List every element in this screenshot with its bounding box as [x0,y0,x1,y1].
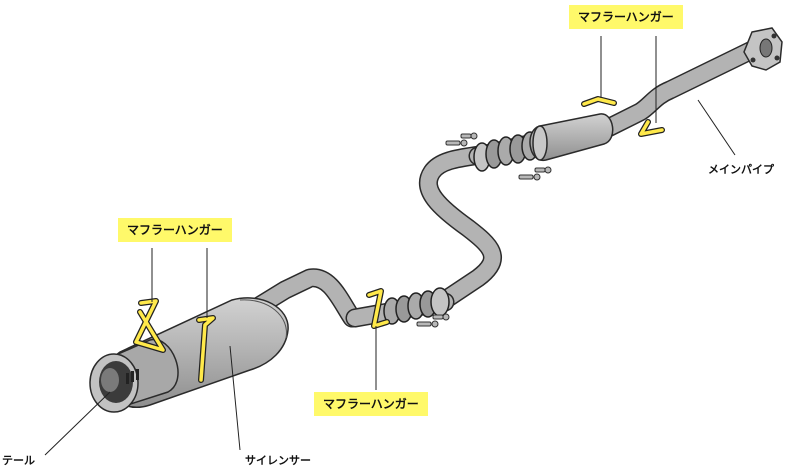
main-pipe-label: メインパイプ [708,163,774,176]
hanger-label-bottom: マフラーハンガー [314,392,428,416]
front-flange [743,27,783,71]
tail-label: テール [2,454,35,467]
hanger-front [581,96,665,137]
main-pipe [210,40,762,340]
bolts [416,132,552,328]
bolt [534,166,552,174]
bolt [416,320,439,328]
hanger-label-top: マフラーハンガー [569,5,683,29]
bolt [518,173,541,181]
hanger-label-left: マフラーハンガー [118,218,232,242]
bolt [445,139,468,147]
silencer-label: サイレンサー [245,454,311,467]
tail-pipe [89,338,179,413]
hangers [133,96,665,383]
bolt [432,313,450,321]
center-resonator [529,113,614,161]
hanger-mid [366,288,390,329]
leader-lines [44,36,736,456]
bolt [460,132,478,140]
hanger-rear [133,298,216,383]
